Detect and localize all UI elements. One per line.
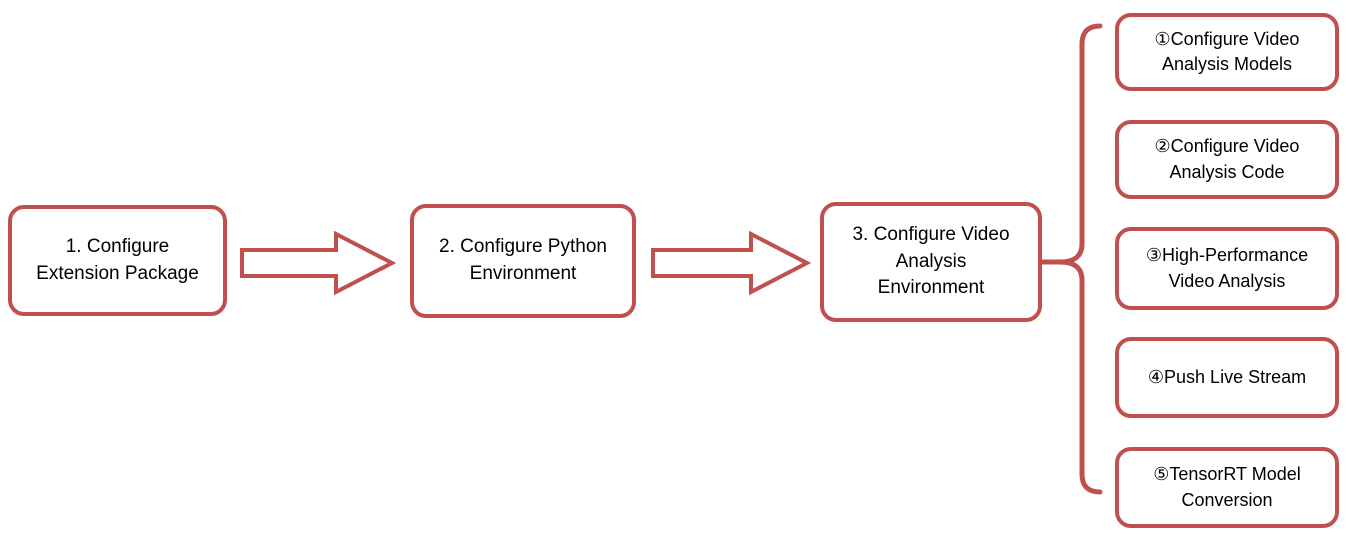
sub-step-3-label: ③High-Performance <box>1145 245 1309 266</box>
main-step-2-box: 2. Configure Python Environment <box>410 204 636 318</box>
brace-connector-icon <box>1038 18 1113 508</box>
sub-step-2-label: ②Configure Video <box>1154 136 1300 157</box>
main-step-1-label: Extension Package <box>36 262 199 284</box>
sub-step-5-label: ⑤TensorRT Model <box>1153 464 1301 485</box>
main-step-1-box: 1. Configure Extension Package <box>8 205 227 316</box>
sub-step-1-label: ①Configure Video <box>1154 28 1300 49</box>
sub-step-5-box: ⑤TensorRT Model Conversion <box>1115 447 1339 528</box>
sub-step-3-label: Video Analysis <box>1168 270 1286 291</box>
main-step-2-label: 2. Configure Python <box>439 236 607 258</box>
flow-arrow-icon <box>651 231 811 295</box>
sub-step-5-label: Conversion <box>1181 489 1273 510</box>
sub-step-2-box: ②Configure Video Analysis Code <box>1115 120 1339 199</box>
main-step-2-label: Environment <box>469 263 577 284</box>
main-step-3-label: Analysis <box>895 250 967 272</box>
main-step-1-label: 1. Configure <box>65 235 170 257</box>
sub-step-1-box: ①Configure Video Analysis Models <box>1115 13 1339 91</box>
sub-step-3-box: ③High-Performance Video Analysis <box>1115 227 1339 310</box>
sub-step-4-box: ④Push Live Stream <box>1115 337 1339 418</box>
sub-step-2-label: Analysis Code <box>1169 161 1285 182</box>
flow-arrow-icon <box>240 231 396 295</box>
sub-step-4-label: ④Push Live Stream <box>1147 366 1307 387</box>
main-step-3-box: 3. Configure Video Analysis Environment <box>820 202 1042 322</box>
main-step-3-label: Environment <box>877 277 985 299</box>
sub-step-1-label: Analysis Models <box>1161 54 1293 74</box>
main-step-3-label: 3. Configure Video <box>852 224 1010 246</box>
